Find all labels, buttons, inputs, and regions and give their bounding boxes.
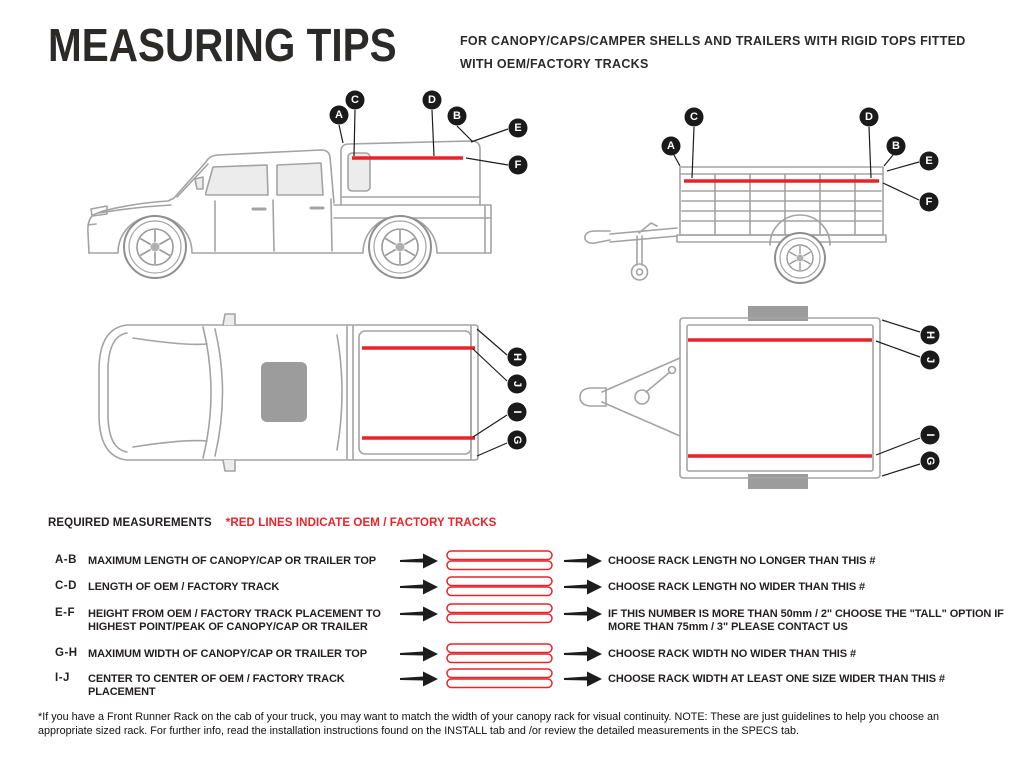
sunroof [261,362,307,422]
svg-text:D: D [865,111,873,123]
measurement-key: I-J [55,672,70,684]
label-marker-g: G [920,451,940,471]
trailer-top-view-diagram: H J I G [579,306,940,489]
measurement-row: G-H MAXIMUM WIDTH OF CANOPY/CAP OR TRAIL… [0,643,1024,677]
svg-text:H: H [511,353,523,361]
label-marker-f: F [919,192,939,212]
measurement-key: E-F [55,607,76,619]
page-title: MEASURING TIPS [48,19,397,71]
measurement-entry-pill [446,643,553,664]
svg-text:G: G [511,436,523,445]
label-marker-c: C [345,90,365,110]
measurement-entry-pill [446,576,553,597]
label-marker-e: E [508,118,528,138]
page-subtitle: FOR CANOPY/CAPS/CAMPER SHELLS AND TRAILE… [460,30,1000,75]
arrow-right-icon [564,606,602,622]
label-marker-c: C [684,107,704,127]
label-marker-i: I [920,425,940,445]
svg-text:E: E [514,122,521,134]
label-marker-a: A [329,105,349,125]
measurement-description: CENTER TO CENTER OF OEM / FACTORY TRACK … [88,673,345,698]
trailer-body-lineart [584,166,887,281]
svg-text:C: C [351,94,359,106]
arrow-right-icon [400,646,438,662]
measurement-description: MAXIMUM WIDTH OF CANOPY/CAP OR TRAILER T… [88,648,367,660]
arrow-right-icon [564,553,602,569]
svg-text:B: B [453,110,461,122]
wheel-fender-bottom [748,474,808,489]
arrow-right-icon [564,579,602,595]
leader-lines [875,319,921,477]
trailer-side-view-diagram: A C D B E F [584,107,939,284]
svg-text:I: I [511,410,523,413]
trailer-top-lineart [579,317,881,479]
arrow-right-icon [564,671,602,687]
svg-text:E: E [925,155,932,167]
label-marker-i: I [507,402,527,422]
measurement-result: IF THIS NUMBER IS MORE THAN 50mm / 2" CH… [608,608,1004,633]
measurement-row: A-B MAXIMUM LENGTH OF CANOPY/CAP OR TRAI… [0,550,1024,584]
label-marker-g: G [507,430,527,450]
measurement-key: G-H [55,647,78,659]
label-marker-e: E [919,151,939,171]
arrow-right-icon [400,553,438,569]
truck-body-lineart [87,140,492,254]
svg-text:A: A [667,140,675,152]
measurement-key: C-D [55,580,77,592]
svg-text:H: H [924,331,936,339]
svg-text:G: G [924,457,936,466]
label-marker-a: A [661,136,681,156]
arrow-right-icon [400,606,438,622]
legend-heading: REQUIRED MEASUREMENTS [48,517,212,529]
arrow-right-icon [400,579,438,595]
arrow-right-icon [564,646,602,662]
label-marker-j: J [507,374,527,394]
leader-lines [673,126,920,201]
measurement-row: C-D LENGTH OF OEM / FACTORY TRACK CHOOSE… [0,576,1024,610]
svg-text:F: F [926,196,933,208]
measurement-description: MAXIMUM LENGTH OF CANOPY/CAP OR TRAILER … [88,555,377,567]
subtitle-line-2: WITH OEM/FACTORY TRACKS [460,56,649,71]
measurement-entry-pill [446,550,553,571]
arrow-right-icon [400,671,438,687]
label-marker-b: B [886,136,906,156]
label-marker-d: D [859,107,879,127]
measurement-entry-pill [446,603,553,624]
svg-text:F: F [515,159,522,171]
leader-lines [338,109,509,166]
required-measurements-legend: REQUIRED MEASUREMENTS *RED LINES INDICAT… [48,517,496,529]
svg-text:D: D [428,94,436,106]
measurement-result: CHOOSE RACK LENGTH NO LONGER THAN THIS # [608,555,876,567]
measurement-result: CHOOSE RACK WIDTH AT LEAST ONE SIZE WIDE… [608,673,945,685]
svg-text:J: J [511,381,523,387]
measurement-description: HEIGHT FROM OEM / FACTORY TRACK PLACEMEN… [88,608,381,633]
svg-text:J: J [924,357,936,363]
measurement-entry-pill [446,668,553,689]
svg-text:A: A [335,109,343,121]
label-marker-h: H [920,325,940,345]
measurement-row: E-F HEIGHT FROM OEM / FACTORY TRACK PLAC… [0,603,1024,637]
measurement-result: CHOOSE RACK WIDTH NO WIDER THAN THIS # [608,648,856,660]
label-marker-j: J [920,350,940,370]
label-marker-d: D [422,90,442,110]
truck-top-view-diagram: H J I G [98,313,527,472]
subtitle-line-1: FOR CANOPY/CAPS/CAMPER SHELLS AND TRAILE… [460,34,966,48]
leader-lines [472,328,508,457]
measurement-result: CHOOSE RACK LENGTH NO WIDER THAN THIS # [608,581,866,593]
measurement-row: I-J CENTER TO CENTER OF OEM / FACTORY TR… [0,668,1024,702]
label-marker-h: H [507,347,527,367]
truck-wheels [123,215,432,279]
trailer-wheel [774,232,826,284]
footnote: *If you have a Front Runner Rack on the … [38,711,940,738]
truck-side-view-diagram: A C D B E F [87,90,528,279]
label-marker-b: B [447,106,467,126]
measurement-key: A-B [55,554,77,566]
label-marker-f: F [508,155,528,175]
svg-text:C: C [690,111,698,123]
red-lines-note: *RED LINES INDICATE OEM / FACTORY TRACKS [225,517,497,529]
svg-text:B: B [892,140,900,152]
measurement-description: LENGTH OF OEM / FACTORY TRACK [88,581,280,593]
svg-text:I: I [924,433,936,436]
